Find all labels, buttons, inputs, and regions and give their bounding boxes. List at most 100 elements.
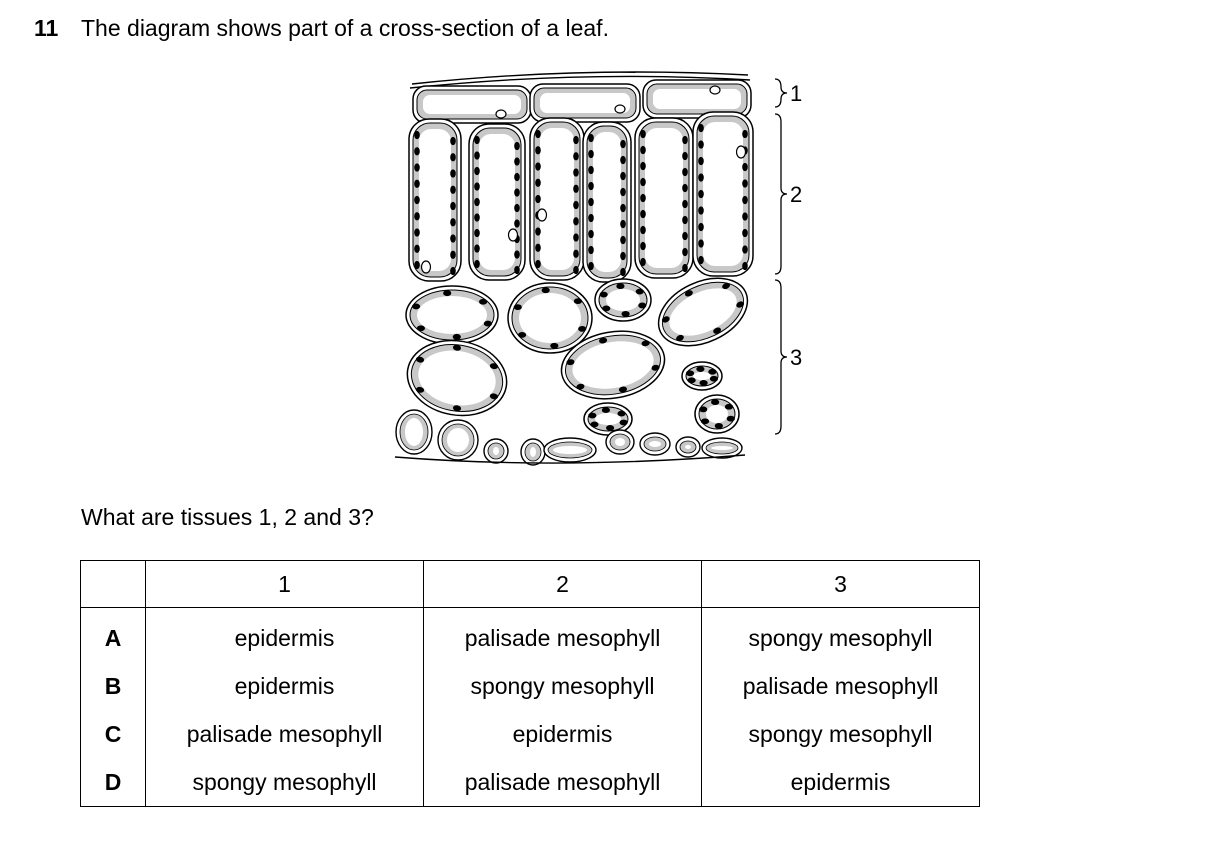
chloroplast [640, 161, 646, 171]
chloroplast [573, 265, 579, 275]
chloroplast [514, 250, 520, 259]
table-cell: spongy mesophyll [701, 607, 980, 662]
chloroplast [588, 213, 594, 223]
table-row: B epidermis spongy mesophyll palisade me… [80, 662, 980, 710]
chloroplast [588, 133, 594, 143]
chloroplast [414, 260, 420, 270]
spongy-cell [657, 277, 749, 347]
chloroplast [698, 222, 704, 232]
chloroplast [452, 344, 462, 351]
chloroplast [711, 399, 720, 405]
chloroplast [414, 147, 420, 156]
spongy-cell [594, 278, 652, 322]
brace-1 [774, 78, 788, 108]
question-text: The diagram shows part of a cross-sectio… [81, 15, 609, 41]
chloroplast [742, 179, 748, 188]
chloroplast [699, 406, 708, 413]
chloroplast [578, 326, 587, 332]
chloroplast [474, 228, 480, 238]
chloroplast [742, 261, 748, 271]
nucleus [507, 228, 519, 242]
chloroplast [698, 156, 704, 166]
chloroplast [588, 165, 594, 175]
chloroplast [474, 182, 480, 191]
chloroplast [514, 203, 520, 213]
chloroplast [726, 415, 735, 422]
lower-epidermis-cell [675, 436, 701, 458]
chloroplast [620, 155, 626, 165]
chloroplast [661, 316, 670, 323]
chloroplast [450, 136, 456, 146]
chloroplast [573, 184, 579, 193]
table-cell: palisade mesophyll [423, 607, 702, 662]
chloroplast [541, 287, 550, 294]
chloroplast [713, 327, 722, 334]
chloroplast [450, 153, 456, 162]
chloroplast [535, 227, 541, 236]
chloroplast [550, 342, 559, 349]
chloroplast [517, 331, 527, 338]
chloroplast [588, 245, 594, 255]
lower-epidermis-cell [605, 429, 635, 455]
chloroplast [474, 135, 480, 145]
chloroplast [573, 168, 579, 177]
lower-epidermis-cell [639, 432, 671, 456]
chloroplast [698, 189, 704, 199]
chloroplast [621, 310, 630, 317]
tissue-label-2: 2 [790, 182, 802, 207]
spongy-cell [694, 394, 740, 434]
chloroplast [685, 370, 695, 377]
chloroplast [415, 356, 425, 363]
chloroplast [414, 179, 420, 188]
chloroplast [619, 419, 628, 426]
chloroplast [414, 244, 420, 253]
chloroplast [514, 157, 520, 166]
chloroplast [489, 363, 498, 370]
chloroplast [514, 219, 520, 228]
chloroplast [598, 337, 608, 344]
chloroplast [698, 206, 704, 215]
chloroplast [676, 334, 684, 342]
chloroplast [535, 194, 541, 204]
table-cell: epidermis [701, 758, 980, 807]
chloroplast [489, 393, 499, 400]
chloroplast [588, 261, 594, 271]
spongy-cell [406, 339, 508, 417]
chloroplast [535, 129, 541, 139]
palisade-cell [408, 118, 462, 282]
chloroplast [620, 171, 626, 181]
spongy-cell [583, 402, 633, 436]
table-header-cell: 2 [423, 560, 702, 608]
chloroplast [698, 239, 704, 248]
option-letter: D [80, 758, 146, 807]
option-letter: B [80, 662, 146, 710]
epidermis-cell [529, 83, 641, 123]
tissue-labels: 123 [774, 78, 802, 435]
option-letter: A [80, 607, 146, 662]
table-row: A epidermis palisade mesophyll spongy me… [80, 607, 980, 662]
chloroplast [742, 129, 748, 139]
chloroplast [640, 193, 646, 203]
chloroplast [742, 212, 748, 221]
chloroplast [474, 259, 480, 269]
chloroplast [535, 146, 541, 155]
table-cell: epidermis [145, 662, 424, 710]
chloroplast [722, 282, 730, 290]
chloroplast [450, 169, 456, 178]
leaf-cross-section-diagram: 123 [394, 71, 802, 466]
chloroplast [742, 162, 748, 172]
palisade-cell [692, 111, 754, 277]
chloroplast [514, 172, 520, 182]
chloroplast [588, 412, 597, 419]
chloroplast [698, 255, 704, 265]
chloroplast [514, 265, 520, 275]
spongy-cell [560, 330, 666, 400]
chloroplast [640, 177, 646, 187]
chloroplast [535, 259, 541, 269]
spongy-cell [405, 285, 499, 345]
palisade-cell [468, 123, 526, 281]
chloroplast [483, 320, 493, 327]
chloroplast [714, 423, 723, 429]
chloroplast [573, 233, 579, 242]
sub-question: What are tissues 1, 2 and 3? [81, 504, 374, 530]
